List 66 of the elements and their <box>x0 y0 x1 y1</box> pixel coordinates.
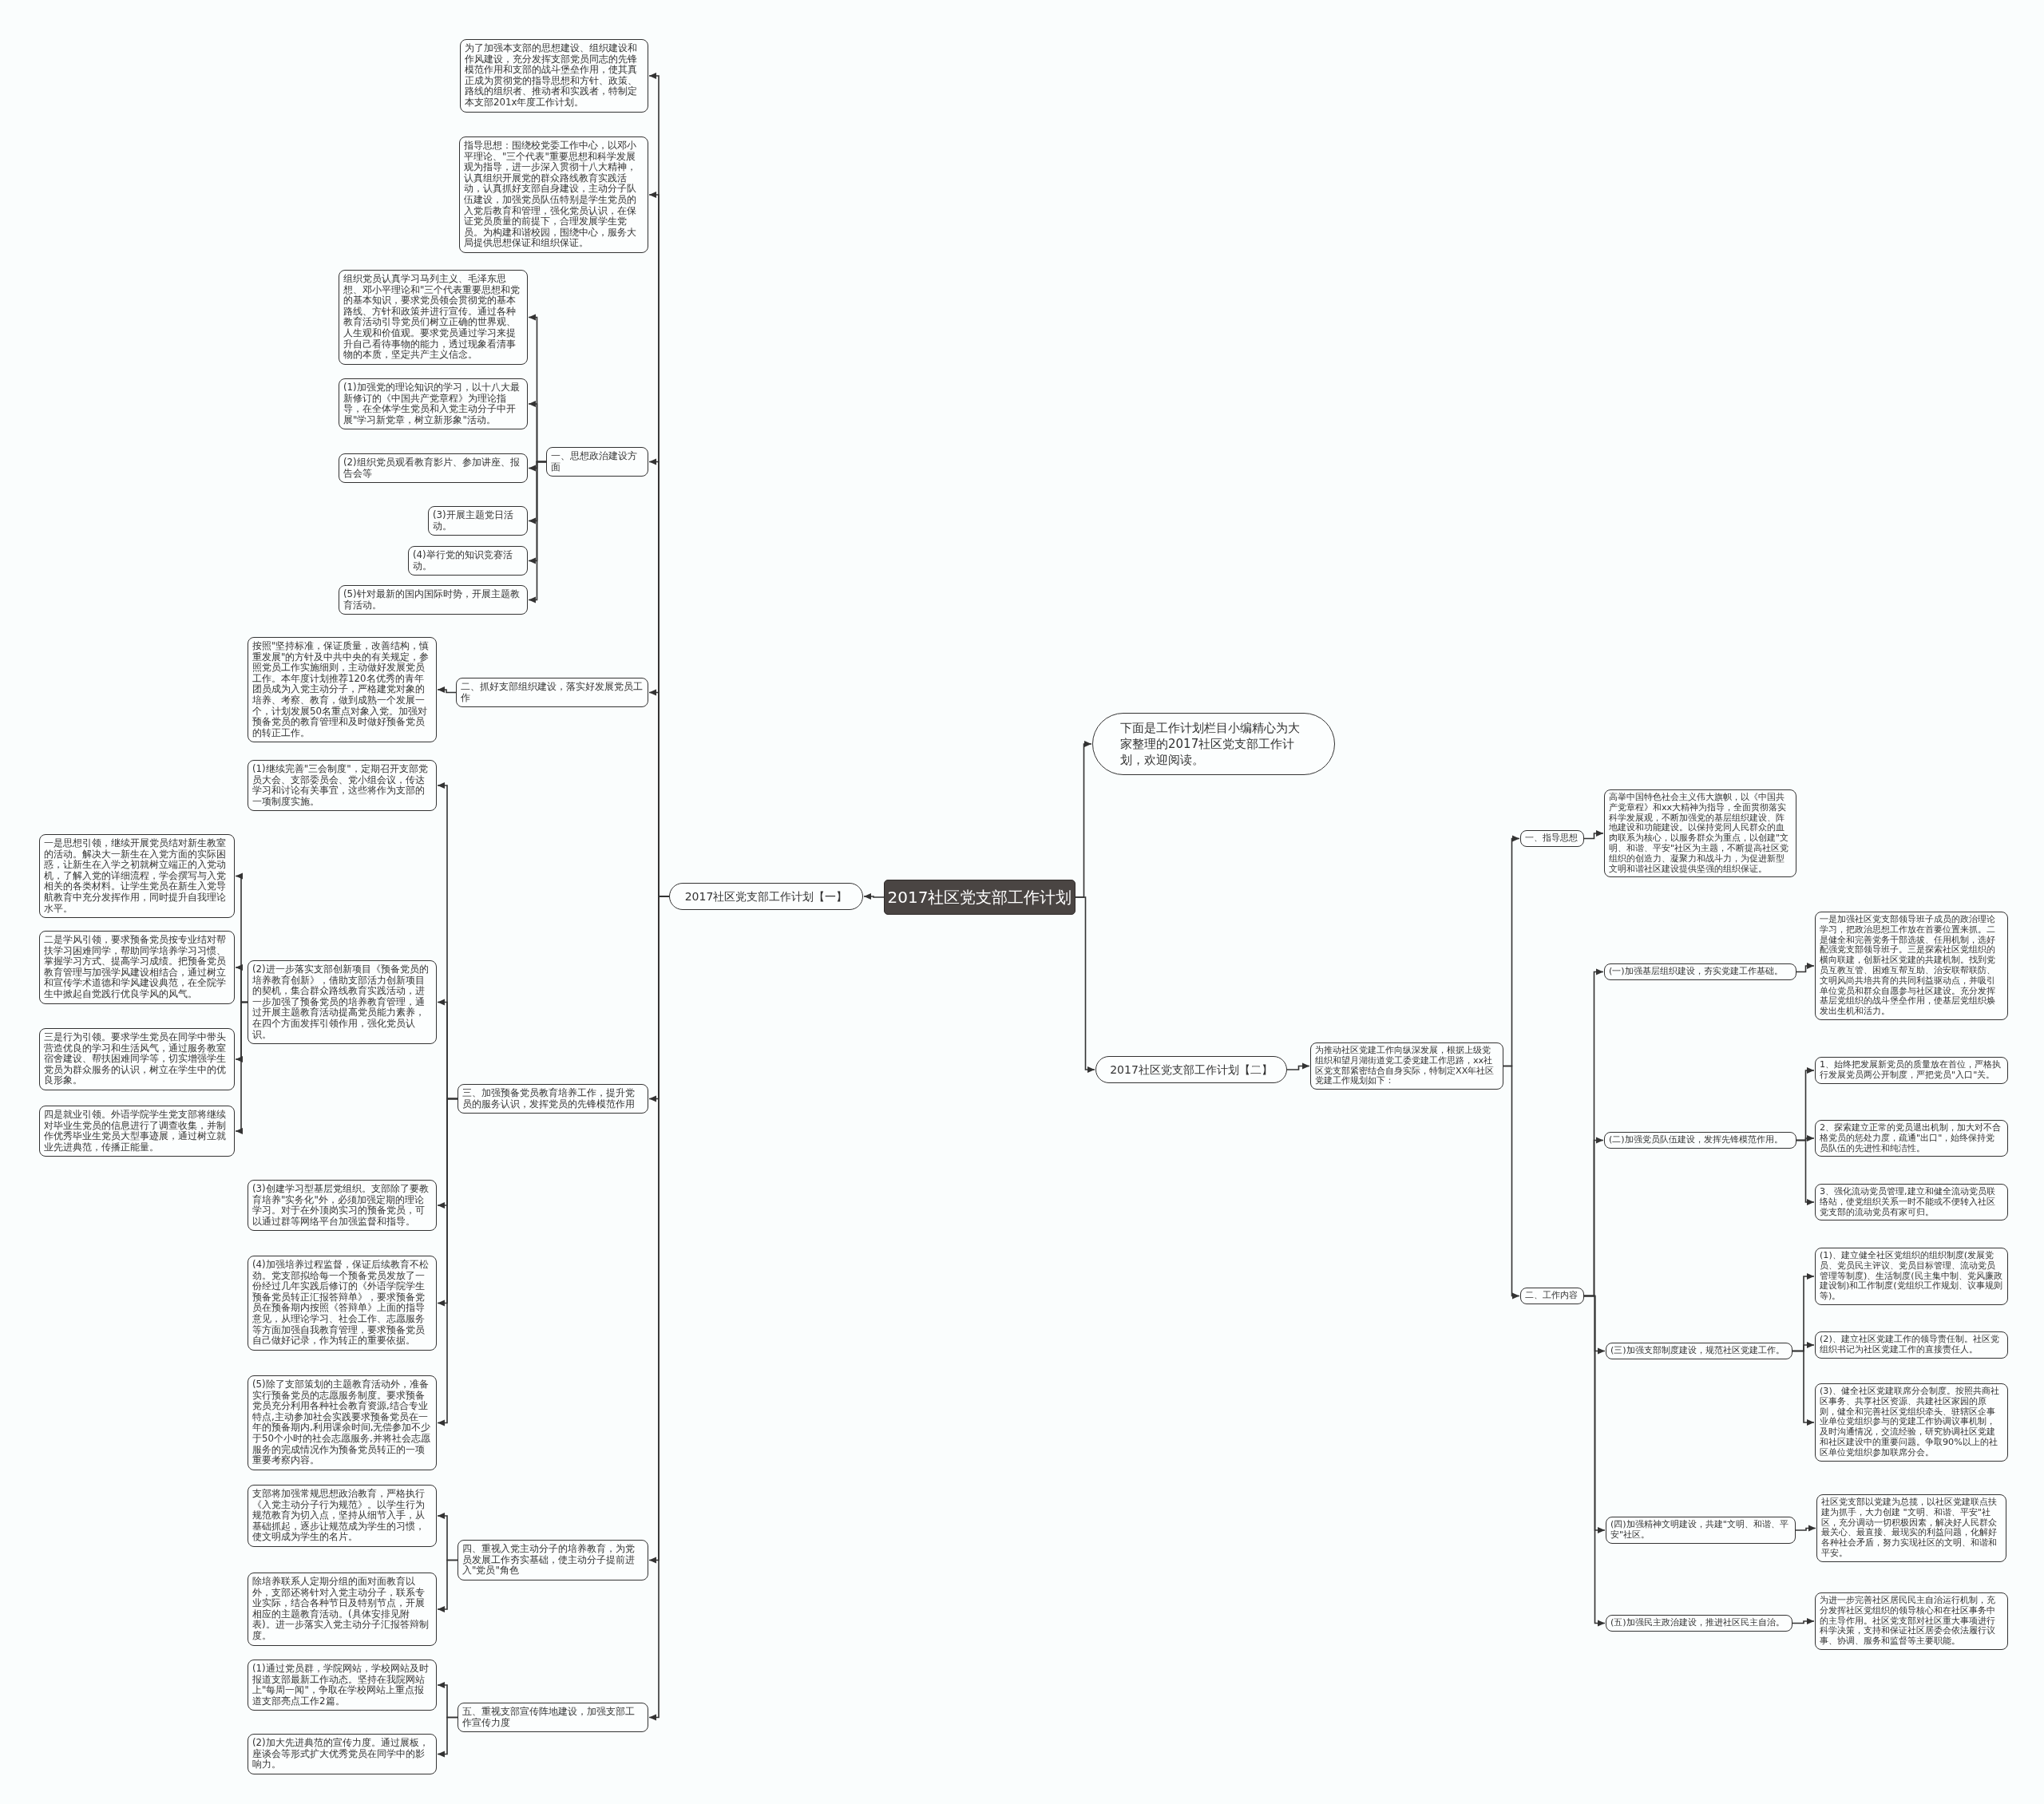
text-box: 组织党员认真学习马列主义、毛泽东思想、邓小平理论和"三个代表重要思想和党的基本知识，要求党员领会贯彻党的基本路线、方针和政策并进行宣传。通过各种教育活动引导党员们树立正确的世界观、人生观和价值观。要求党员通过学习来提升自己看待事物的能力，透过现象看清事物的本质，坚定共产主义信念。 <box>339 270 528 365</box>
text-box: 1、始终把发展新党员的质量放在首位，严格执行发展党员两公开制度，严把党员"入口"关。 <box>1815 1057 2008 1084</box>
text-box: 一是加强社区党支部领导班子成员的政治理论学习，把政治思想工作放在首要位置来抓。二是健全和完善党务干部选拔、任用机制，选好配强党支部领导班子。三是探索社区党组织的横向联建，创新社区党建的共建机制。找到党员互教互管、困难互帮互助、治安联帮联防、文明风尚共培共育的共同利益驱动点，并吸引单位党员和群众自愿参与社区建设。充分发挥基层党组织的战斗堡垒作用，使基层党组织焕发出生机和活力。 <box>1815 912 2008 1020</box>
connector-arrow <box>1795 1525 1816 1532</box>
text-box: 为了加强本支部的思想建设、组织建设和作风建设，充分发挥支部党员同志的先锋模范作用和支部的战斗堡垒作用，使其真正成为贯彻党的指导思想和方针、政策、路线的组织者、推动者和实践者，特制定本支部201x年度工作计划。 <box>460 39 648 113</box>
topic-box: 二、抓好支部组织建设，落实好发展党员工作 <box>456 678 648 708</box>
text-box: 三是行为引领。要求学生党员在同学中带头营造优良的学习和生活风气，通过服务教室宿舍建设、帮扶困难同学等，切实增强学生党员为群众服务的认识，树立在学生中的优良形象。 <box>39 1028 235 1090</box>
text-box: (1)继续完善"三会制度"，定期召开支部党员大会、支部委员会、党小组会议，传达学习和讨论有关事宜，这些将作为支部的一项制度实施。 <box>248 760 437 812</box>
text-box: (1)、建立健全社区党组织的组织制度(发展党员、党员民主评议、党员目标管理、流动党员管理等制度)、生活制度(民主集中制、党风廉政建设制)和工作制度(党组织工作规划、议事规则等)。 <box>1815 1248 2008 1305</box>
text-box: (2)加大先进典范的宣传力度。通过展板，座谈会等形式扩大优秀党员在同学中的影响力。 <box>248 1734 437 1774</box>
connector-arrow <box>1503 1065 1520 1300</box>
connector-arrow <box>437 1559 458 1612</box>
connector-arrow <box>1792 1618 1815 1624</box>
text-box: (5)除了支部策划的主题教育活动外，准备实行预备党员的志愿服务制度。要求预备党员充分利用各种社会教育资源,结合专业特点,主动参加社会实践要求预备党员在一年的预备期内,利用课余时间,无偿参加不少于50个小时的社会志愿服务,并将社会志愿服务的完成情况作为预备党员转正的一项重要考察内容。 <box>248 1375 437 1470</box>
topic-box: 五、重视支部宣传阵地建设，加强支部工作宣传力度 <box>458 1703 648 1733</box>
text-box: 除培养联系人定期分组的面对面教育以外，支部还将针对入党主动分子，联系专业实际，结合各种节日及特别节点，开展相应的主题教育活动。(具体安排见附表)。进一步落实入党主动分子汇报答辩制度。 <box>248 1573 437 1646</box>
topic-box: (二)加强党员队伍建设，发挥先锋模范作用。 <box>1604 1132 1796 1149</box>
text-box: 一是思想引领，继续开展党员结对新生教室的活动。解决大一新生在入党方面的实际困惑，让新生在入学之初就树立端正的入党动机，了解入党的详细流程，学会撰写与入党相关的各类材料。让学生党员在新生入党导航教育中充分发挥作用，同时提升自我理论水平。 <box>39 834 235 919</box>
connector-arrow <box>437 1098 458 1426</box>
text-box: (2)进一步落实支部创新项目《预备党员的培养教育创新》，借助支部活力创新项目的契机，集合群众路线教育实践活动，进一步加强了预备党员的培养教育管理，通过开展主题教育活动提高党员能力素养，在四个方面发挥引领作用，强化党员认识。 <box>248 960 437 1045</box>
connector-arrow <box>863 893 885 900</box>
text-box: 指导思想：围绕校党委工作中心，以邓小平理论、"三个代表"重要思想和科学发展观为指导，进一步深入贯彻十八大精神，认真组织开展党的群众路线教育实践活动，认真抓好支部自身建设，主动分子队伍建设，加强党员队伍特别是学生党员的入党后教育和管理，强化党员认识，在保证党员质量的前提下，合理发展学生党员。为构建和谐校园，围绕中心，服务大局提供思想保证和组织保证。 <box>459 136 648 253</box>
topic-box: (五)加强民主政治建设，推进社区民主自治。 <box>1606 1615 1792 1632</box>
connector-arrow <box>528 461 547 603</box>
topic-box: 一、指导思想 <box>1520 830 1584 847</box>
topic-box: (一)加强基层组织建设，夯实党建工作基础。 <box>1604 963 1796 980</box>
text-box: (2)、建立社区党建工作的领导责任制。社区党组织书记为社区党建工作的直接责任人。 <box>1815 1331 2008 1359</box>
topic-box: (四)加强精神文明建设，共建"文明、和谐、平安"社区。 <box>1606 1517 1796 1544</box>
connector-arrow <box>437 686 457 694</box>
topic-box: 四、重视入党主动分子的培养教育，为党员发展工作夯实基础，使主动分子提前进入"党员"角色 <box>458 1540 648 1580</box>
connector-arrow <box>1583 830 1604 840</box>
text-box: (4)加强培养过程监督，保证后续教育不松劲。党支部拟给每一个预备党员发放了一份经过几年实践后修订的《外语学院学生预备党员转正汇报答辩单》，要求预备党员在预备期内按照《答辩单》上面的指导意见，从理论学习、社会工作、志愿服务等方面加强自我教育管理，要求预备党员自己做好记录，作为转正的重要依据。 <box>248 1256 437 1351</box>
topic-box: 二、工作内容 <box>1520 1288 1584 1304</box>
text-box: (1)加强党的理论知识的学习，以十八大最新修订的《中国共产党章程》为理论指导，在全体学生党员和入党主动分子中开展"学习新党章，树立新形象"活动。 <box>339 378 528 430</box>
topic-box: (三)加强支部制度建设，规范社区党建工作。 <box>1606 1343 1792 1359</box>
text-box: (1)通过党员群，学院网站，学校网站及时报道支部最新工作动态。坚持在我院网站上"每周一闻"，争取在学校网站上重点报道支部亮点工作2篇。 <box>248 1660 437 1711</box>
text-box: (2)组织党员观看教育影片、参加讲座、报告会等 <box>339 453 528 484</box>
text-box: (5)针对最新的国内国际时势，开展主题教育活动。 <box>339 585 528 615</box>
connector-arrow <box>1075 896 1095 1073</box>
central-topic: 2017社区党支部工作计划 <box>884 880 1075 915</box>
text-box: 2、探索建立正常的党员退出机制，加大对不合格党员的惩处力度，疏通"出口"，始终保持党员队伍的先进性和纯洁性。 <box>1815 1120 2008 1157</box>
connector-arrow <box>1792 1350 1815 1426</box>
text-box: 为推动社区党建工作向纵深发展，根据上级党组织和望月湖街道党工委党建工作思路，xx社区党支部紧密结合自身实际，特制定XX年社区党建工作规划如下： <box>1310 1042 1503 1090</box>
connector-arrow <box>437 1716 458 1758</box>
topic-pill: 2017社区党支部工作计划【一】 <box>669 883 863 910</box>
text-box: (3)开展主题党日活动。 <box>428 506 528 536</box>
text-box: 高举中国特色社会主义伟大旗帜，以《中国共产党章程》和xx大精神为指导，全面贯彻落实科学发展观，不断加强党的基层组织建设、阵地建设和功能建设。以保持党同人民群众的血肉联系为核心，以服务群众为重点，以创建"文明、和谐、平安"社区为主题，不断提高社区党组织的创造力、凝聚力和战斗力，为促进新型文明和谐社区建设提供坚强的组织保证。 <box>1604 789 1796 878</box>
text-box: (3)创建学习型基层党组织。支部除了要教育培养"实务化"外，必须加强定期的理论学习。对于在外顶岗实习的预备党员，可以通过群等网络平台加强监督和指导。 <box>248 1180 437 1232</box>
connector-arrow <box>1583 1295 1606 1627</box>
text-box: (4)举行党的知识竞赛活动。 <box>408 546 528 576</box>
intro-pill: 下面是工作计划栏目小编精心为大家整理的2017社区党支部工作计划，欢迎阅读。 <box>1092 713 1335 775</box>
text-box: 社区党支部以党建为总揽，以社区党建联点扶建为抓手，大力创建 "文明、和谐、平安"社区，充分调动一切积极因素，解决好人民群众最关心、最直接、最现实的利益问题，化解好各种社会矛盾，努力实现社区的文明、和谐和平安。 <box>1816 1494 2006 1562</box>
topic-box: 三、加强预备党员教育培养工作，提升党员的服务认识，发挥党员的先锋模范作用 <box>458 1084 648 1114</box>
text-box: 3、强化流动党员管理,建立和健全流动党员联络站，使党组织关系一时不能或不便转入社区党支部的流动党员有家可归。 <box>1815 1184 2008 1221</box>
text-box: 支部将加强常规思想政治教育，严格执行《入党主动分子行为规范》。以学生行为规范教育为切入点，坚持从细节入手，从基础抓起，逐步让规范成为学生的习惯，使文明成为学生的名片。 <box>248 1485 437 1547</box>
connector-arrow <box>1796 963 1815 973</box>
topic-pill: 2017社区党支部工作计划【二】 <box>1095 1056 1287 1083</box>
text-box: (3)、健全社区党建联席分会制度。按照共商社区事务、共享社区资源、共建社区家园的原则，健全和完善社区党组织牵头、驻辖区企事业单位党组织参与的党建工作协调议事机制，及时沟通情况，交流经验，研究协调社区党建和社区建设中的重要问题。争取90%以上的社区单位党组织参加联席分会。 <box>1815 1383 2008 1462</box>
connector-arrow <box>1796 1139 1815 1205</box>
text-box: 为进一步完善社区居民民主自治运行机制，充分发挥社区党组织的领导核心和在社区事务中的主导作用。社区党支部对社区重大事项进行科学决策，支持和保证社区居委会依法履行议事、协调、服务和监督等主要职能。 <box>1815 1592 2008 1650</box>
text-box: 四是就业引领。外语学院学生党支部将继续对毕业生党员的信息进行了调查收集，并制作优秀毕业生党员大型事迹展，通过树立就业先进典范，传播正能量。 <box>39 1106 235 1157</box>
text-box: 按照"坚持标准，保证质量，改善结构，慎重发展"的方针及中共中央的有关规定，参照党员工作实施细则，主动做好发展党员工作。本年度计划推荐120名优秀的青年团员成为入党主动分子，严格建党对象的培养、考察、教育，做到成熟一个发展一个，计划发展50名重点对象入党。加强对预备党员的教育管理和及时做好预备党员的转正工作。 <box>248 637 437 743</box>
text-box: 二是学风引领，要求预备党员按专业结对帮扶学习困难同学，帮助同学培养学习习惯、掌握学习方式、提高学习成绩。把预备党员教育管理与加强学风建设相结合，通过树立和宣传学术道德和学风建设典范，在全院学生中掀起自觉践行优良学风的风气。 <box>39 931 235 1004</box>
connector-arrow <box>235 1001 248 1134</box>
topic-box: 一、思想政治建设方面 <box>546 447 648 477</box>
connector-arrow <box>1286 1062 1310 1070</box>
